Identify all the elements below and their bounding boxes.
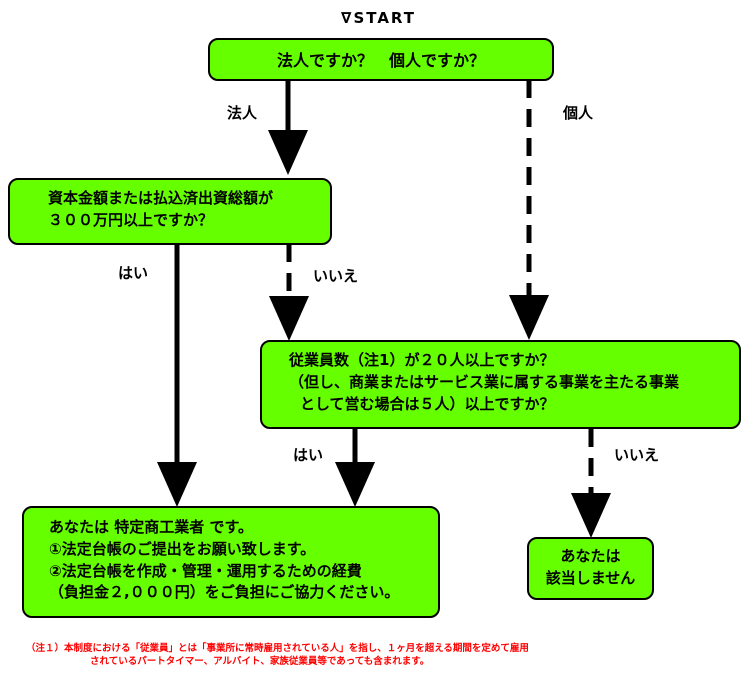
employees-no-label: いいえ	[614, 446, 660, 464]
footnote-line1: （注１）本制度における「従業員」とは「事業所に常時雇用されている人」を指し、１ヶ…	[26, 643, 529, 654]
result-not-line1: あなたは	[560, 547, 621, 565]
branch-individual-label: 個人	[563, 104, 594, 122]
arrow-capital-yes-head	[157, 462, 197, 507]
arrow-capital-no-head	[269, 296, 309, 341]
arrow-employees-yes-head	[335, 462, 375, 507]
result-not-line2: 該当しません	[545, 568, 636, 587]
result-not-applicable: あなたは 該当しません	[527, 537, 654, 600]
question-capital-line2: ３００万円以上ですか？	[48, 210, 214, 229]
result-specified-line1: あなたは 特定商工業者 です。	[49, 518, 253, 536]
question-employees-line1: 従業員数（注1）が２０人以上ですか？	[289, 351, 555, 369]
question-employees-line2: （但し、商業またはサービス業に属する事業を主たる事業	[289, 372, 680, 391]
question-employees: 従業員数（注1）が２０人以上ですか？ （但し、商業またはサービス業に属する事業を…	[260, 340, 741, 429]
start-label: ∇START	[341, 9, 417, 27]
capital-yes-label: はい	[118, 264, 149, 282]
result-specified-line2: ①法定台帳のご提出をお願い致します。	[49, 539, 316, 558]
arrow-corp-head	[268, 130, 308, 175]
branch-corp-label: 法人	[227, 104, 258, 122]
employees-yes-label: はい	[293, 446, 324, 464]
question-corp-or-individual: 法人ですか？ 個人ですか？	[208, 38, 554, 81]
question-capital-line1: 資本金額または払込済出資総額が	[48, 189, 274, 207]
question-main-text: 法人ですか？ 個人ですか？	[276, 51, 485, 70]
footnote: （注１）本制度における「従業員」とは「事業所に常時雇用されている人」を指し、１ヶ…	[26, 643, 741, 669]
capital-no-label: いいえ	[313, 267, 359, 285]
arrow-indiv-head	[509, 295, 549, 340]
result-specified-line4: （負担金２,０００円）をご負担にご協力ください。	[49, 583, 400, 602]
arrow-employees-no-head	[571, 493, 611, 538]
result-specified-business: あなたは 特定商工業者 です。 ①法定台帳のご提出をお願い致します。 ②法定台帳…	[22, 506, 440, 618]
footnote-line2: されているパートタイマー、アルバイト、家族従業員等であっても含まれます。	[90, 655, 430, 667]
question-employees-line3: として営む場合は５人）以上ですか？	[300, 394, 555, 413]
question-capital: 資本金額または払込済出資総額が ３００万円以上ですか？	[8, 178, 332, 245]
result-specified-line3: ②法定台帳を作成・管理・運用するための経費	[49, 561, 362, 580]
